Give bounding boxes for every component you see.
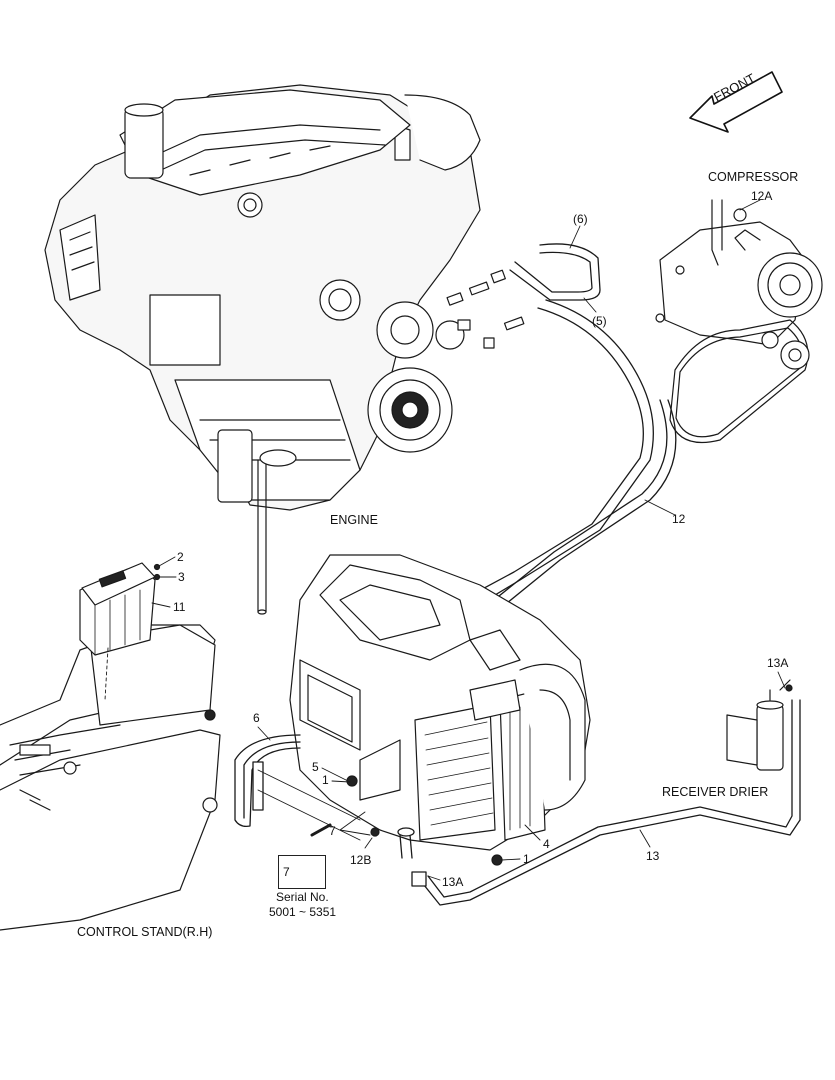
- hose-13-illustration: [397, 699, 801, 906]
- control-stand-illustration: [0, 624, 221, 931]
- callout-13a-bottom: 13A: [442, 875, 464, 889]
- leader-lines: [104, 199, 786, 881]
- control-stand-label: CONTROL STAND(R.H): [77, 925, 213, 939]
- compressor-label: COMPRESSOR: [708, 170, 799, 184]
- callout-4: 4: [543, 837, 550, 851]
- callout-5-top: (5): [592, 314, 607, 328]
- callout-1-left: 1: [322, 773, 329, 787]
- callout-13: 13: [646, 849, 660, 863]
- compressor-illustration: [655, 199, 823, 444]
- serial-no-label: Serial No.: [276, 890, 329, 904]
- callout-2: 2: [177, 550, 184, 564]
- receiver-drier-illustration: [726, 679, 793, 771]
- serial-range-label: 5001 ~ 5351: [269, 905, 337, 919]
- receiver-drier-label: RECEIVER DRIER: [662, 785, 769, 799]
- callout-5: 5: [312, 760, 319, 774]
- engine-illustration: [44, 84, 525, 615]
- callout-6: 6: [253, 711, 260, 725]
- callout-3: 3: [178, 570, 185, 584]
- callout-12b: 12B: [350, 853, 372, 867]
- controller-11-illustration: [79, 562, 161, 656]
- callout-7-box: 7: [283, 865, 290, 879]
- callout-11: 11: [173, 600, 186, 614]
- callout-12a-top: 12A: [751, 189, 773, 203]
- serial-note-box: [278, 855, 326, 889]
- callout-13a-top: 13A: [767, 656, 789, 670]
- engine-label: ENGINE: [330, 513, 378, 527]
- hose-12-illustration: [461, 243, 677, 626]
- callout-1-right: 1: [523, 852, 530, 866]
- callout-12: 12: [672, 512, 686, 526]
- callout-7: 7: [329, 824, 336, 838]
- front-arrow-icon: [689, 71, 783, 133]
- heater-unit-illustration: [289, 554, 591, 866]
- callout-6-top: (6): [573, 212, 588, 226]
- hose-5-6-illustration: [234, 734, 361, 841]
